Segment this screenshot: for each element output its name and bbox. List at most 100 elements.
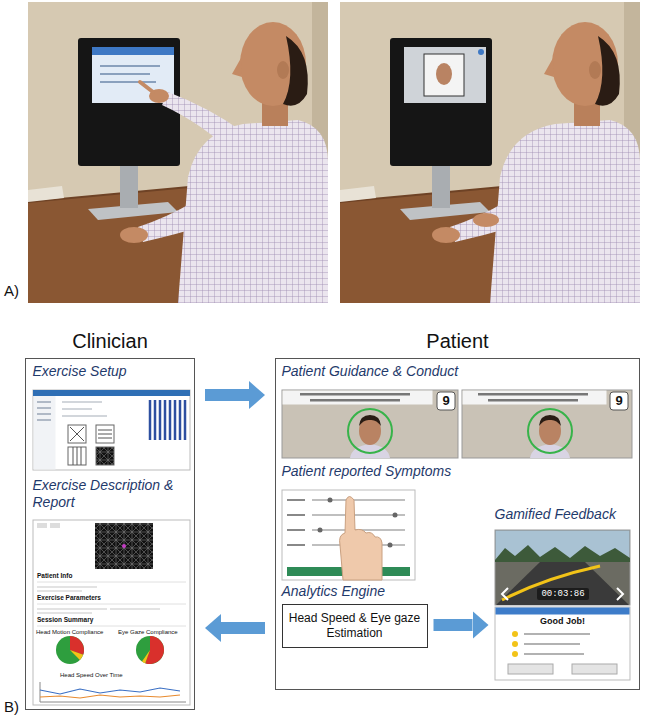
exercise-setup-screenshot [33, 390, 190, 470]
screen-bar [33, 390, 190, 396]
stripe-pattern [150, 400, 185, 440]
result-lines [524, 634, 590, 654]
lane-line [502, 566, 600, 600]
stimulus-preview [95, 523, 153, 569]
photo-right [340, 2, 640, 303]
flow-arrow [205, 389, 249, 401]
game-screenshot [495, 530, 630, 680]
screen [33, 390, 190, 470]
screenshot-box: Gamified Feedback [495, 506, 635, 523]
pattern-icon [98, 430, 112, 438]
instruction-strip [463, 391, 607, 405]
screen [282, 490, 415, 580]
report-heading: Exercise Parameters [37, 594, 101, 602]
form-lines [62, 402, 107, 416]
dialog-bar [496, 608, 630, 615]
pattern-icon [96, 425, 114, 443]
camera-frame [462, 390, 632, 458]
button [37, 523, 47, 528]
instruction-line [478, 393, 588, 396]
pattern-icon [96, 447, 114, 465]
star [512, 641, 518, 647]
target-dot [122, 544, 126, 548]
section-title: Exercise Description & Report [33, 477, 190, 511]
screen-lines [100, 66, 160, 82]
raised-sleeve [162, 92, 243, 154]
report-heading: Session Summary [37, 616, 93, 624]
patient-shirt [350, 444, 390, 458]
chart-title: Head Motion Compliance [36, 628, 103, 636]
camera-frame [282, 390, 458, 458]
timer-bar [537, 588, 589, 600]
button [50, 523, 60, 528]
photo-left [28, 2, 328, 303]
pattern-icon [68, 447, 86, 465]
face-guide-circle [348, 409, 392, 453]
symptom-name [287, 500, 305, 545]
road [496, 562, 629, 605]
pie-slice [70, 650, 83, 660]
pie-slice [142, 650, 150, 663]
section-title: Patient reported Symptoms [282, 463, 482, 480]
hand [473, 213, 499, 227]
screen-bar [92, 47, 174, 55]
patient-shirt [530, 444, 570, 458]
star [512, 631, 518, 637]
connectors [205, 395, 473, 628]
counter-box [437, 392, 455, 410]
chart-title: Head Speed Over Time [60, 671, 123, 679]
process-text: Head Speed & Eye gaze Estimation [282, 604, 428, 648]
dialog-button [508, 664, 553, 674]
chart-line [40, 695, 180, 698]
panel-letter: A) [4, 282, 19, 300]
counter-box [610, 392, 628, 410]
hair [359, 415, 381, 426]
instruction-line [300, 393, 410, 396]
patient-panel: PatientPatient Guidance & ConductPatient… [275, 358, 640, 690]
divider [37, 582, 186, 626]
result-title: Good Job! [495, 616, 630, 627]
menu-lines [37, 402, 51, 420]
panel-title: Patient [276, 329, 639, 353]
slider-knob [388, 543, 393, 548]
slider-knob [318, 528, 323, 533]
slider-knob [328, 498, 333, 503]
steer-arrows [502, 588, 623, 600]
section-title: Patient Guidance & Conduct [282, 363, 632, 380]
screenshot-box: Patient Guidance & Conduct [282, 363, 632, 380]
counter-number: 9 [610, 392, 628, 410]
sidebar [34, 396, 56, 470]
guidance-screenshot [282, 390, 632, 458]
instruction-strip [283, 391, 433, 405]
clinician-panel: ClinicianExercise SetupExercise Descript… [25, 358, 195, 710]
chart-line [40, 688, 180, 694]
photo-scene [28, 2, 328, 303]
sleeve [490, 182, 550, 226]
trees [495, 545, 630, 562]
report-screenshot [33, 520, 190, 705]
slider-knob [393, 513, 398, 518]
pie-chart [136, 636, 164, 664]
pattern-icon [68, 425, 86, 443]
camera-frame [424, 54, 464, 96]
face [436, 63, 452, 85]
symptoms-screenshot [282, 490, 415, 580]
timer-text: 00:03:86 [537, 589, 589, 599]
section-title: Gamified Feedback [495, 506, 635, 523]
dialog-button [572, 664, 617, 674]
screenshot-box: Exercise Description & Report [33, 477, 190, 511]
pie-chart [56, 636, 84, 664]
screenshot-box: Exercise Setup [33, 363, 190, 380]
section-title: Analytics Engine [282, 583, 428, 600]
pattern-icon [73, 447, 81, 465]
result-dialog [495, 607, 630, 680]
panel-letter: B) [4, 698, 19, 716]
screen-dot [478, 49, 484, 55]
section-title: Exercise Setup [33, 363, 190, 380]
finger [140, 82, 153, 92]
pointing-hand [340, 497, 382, 581]
screen [33, 520, 190, 705]
screen-camera [404, 47, 486, 103]
